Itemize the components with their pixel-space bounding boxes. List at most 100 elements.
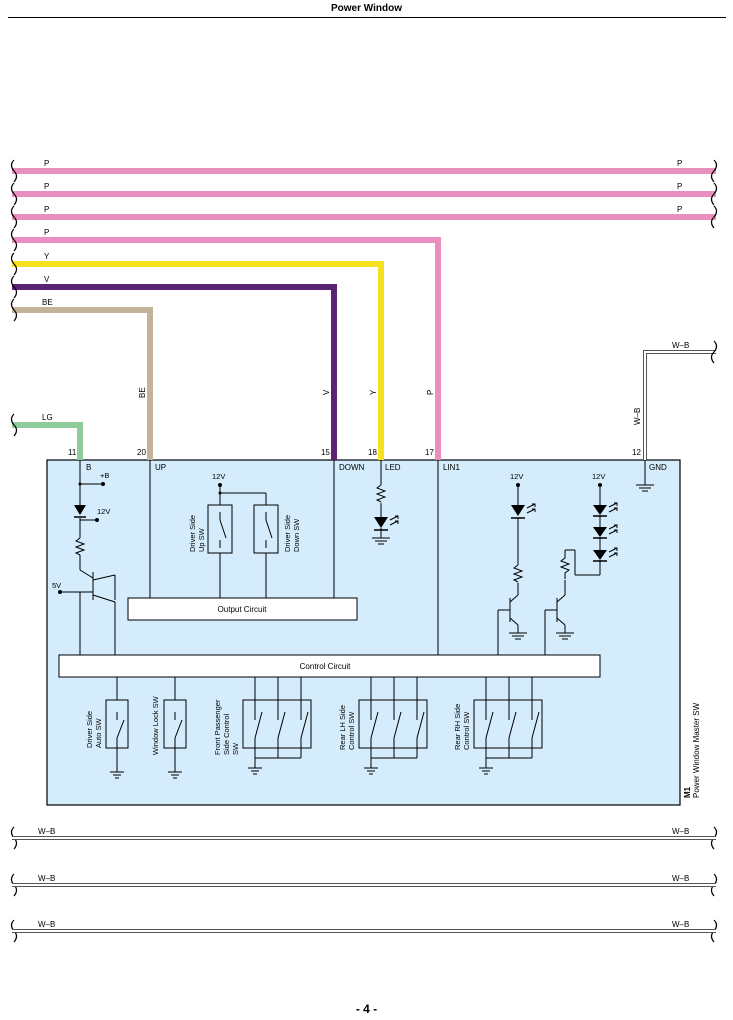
led-icon [374, 517, 388, 528]
led-arrows [389, 502, 618, 558]
internal-circuit [60, 460, 646, 655]
component-code: M1 [683, 786, 692, 798]
diode-icon [74, 505, 86, 515]
wire-label: W–B [38, 827, 55, 836]
switch-label-rear-rh: Rear RH Side Control SW [453, 704, 471, 750]
pin-number: 15 [321, 448, 330, 457]
svg-text:Side Control: Side Control [222, 713, 231, 755]
svg-text:Control SW: Control SW [462, 711, 471, 750]
pin-number: 17 [425, 448, 434, 457]
svg-text:Auto SW: Auto SW [94, 717, 103, 748]
wire-label: BE [42, 298, 53, 307]
wire-label: Y [44, 252, 50, 261]
pin-number: 20 [137, 448, 146, 457]
driver-up-sw-label: Driver Side Up SW [188, 515, 206, 552]
wire-be: BE BE [12, 298, 153, 460]
plus-b-label: +B [100, 471, 109, 480]
wire-label: W–B [672, 341, 689, 350]
wire-label: P [44, 159, 49, 168]
wire-label: W–B [38, 874, 55, 883]
wire-p4: P P [12, 228, 441, 460]
component-title: Power Window Master SW [692, 702, 701, 798]
output-circuit-label: Output Circuit [218, 605, 268, 614]
svg-text:Rear RH Side: Rear RH Side [453, 704, 462, 750]
wire-lg: LG [12, 413, 83, 460]
component-name: M1 Power Window Master SW [683, 702, 701, 798]
wire-label: P [44, 228, 49, 237]
svg-text:Control SW: Control SW [347, 711, 356, 750]
wire-label: W–B [672, 920, 689, 929]
voltage-labels: +B 12V 5V 12V 12V 12V [52, 471, 605, 590]
wire-label: P [677, 159, 682, 168]
pin-label: DOWN [339, 463, 365, 472]
svg-text:Driver Side: Driver Side [85, 711, 94, 748]
wire-label: P [44, 182, 49, 191]
switch-label-driver-auto: Driver Side Auto SW [85, 711, 103, 748]
svg-text:Driver Side: Driver Side [283, 515, 292, 552]
led-icon [511, 505, 525, 516]
bottom-switches [105, 677, 543, 772]
wire-label: P [44, 205, 49, 214]
wire-label: W–B [672, 827, 689, 836]
pin-label: LIN1 [443, 463, 460, 472]
wire-p3: P P [12, 205, 716, 220]
pin-label: B [86, 463, 91, 472]
pin-label: GND [649, 463, 667, 472]
switch-label-window-lock: Window Lock SW [151, 695, 160, 755]
wire-label: P [677, 182, 682, 191]
pin-label: UP [155, 463, 166, 472]
control-circuit-label: Control Circuit [300, 662, 351, 671]
svg-text:Front Passenger: Front Passenger [213, 699, 222, 755]
pin-number: 11 [68, 448, 77, 457]
driver-down-sw-box [253, 504, 279, 554]
output-circuit-box [127, 597, 358, 621]
wire-label: V [322, 389, 331, 395]
header-rule [8, 17, 726, 18]
wire-v: V V [12, 275, 337, 460]
wire-label: P [426, 390, 435, 395]
wire-p1: P P [12, 159, 716, 174]
component-box-m1 [46, 459, 681, 806]
v12-label: 12V [510, 472, 523, 481]
v12-label: 12V [212, 472, 225, 481]
wire-label: P [677, 205, 682, 214]
page-number: - 4 - [355, 1002, 378, 1016]
svg-text:Driver Side: Driver Side [188, 515, 197, 552]
wire-label: W–B [38, 920, 55, 929]
svg-text:Window Lock SW: Window Lock SW [151, 695, 160, 755]
wire-label: BE [138, 387, 147, 398]
driver-up-sw-box [207, 504, 233, 554]
pin-number: 12 [632, 448, 641, 457]
pin-labels: 11 B 20 UP 15 DOWN 18 LED 17 LIN1 12 GND [68, 448, 667, 472]
pin-label: LED [385, 463, 401, 472]
wire-wb-gnd: W–B W–B [633, 341, 716, 460]
svg-text:Down SW: Down SW [292, 518, 301, 552]
wire-label: W–B [633, 408, 642, 425]
switch-label-rear-lh: Rear LH Side Control SW [338, 705, 356, 750]
led-icon [593, 550, 607, 560]
driver-down-sw-label: Driver Side Down SW [283, 515, 301, 552]
svg-text:Rear LH Side: Rear LH Side [338, 705, 347, 750]
diode-symbols [74, 505, 607, 562]
svg-text:SW: SW [231, 742, 240, 755]
v12-label: 12V [592, 472, 605, 481]
svg-text:Up SW: Up SW [197, 527, 206, 552]
wire-p2: P P [12, 182, 716, 197]
page-title: Power Window [330, 3, 403, 14]
wire-wb-bottom-2: W–B W–B [12, 874, 716, 887]
control-circuit-box [58, 654, 601, 678]
page-header: Power Window [0, 0, 733, 20]
switch-label-front-passenger: Front Passenger Side Control SW [213, 699, 240, 755]
pin-number: 18 [368, 448, 377, 457]
wire-label: W–B [672, 874, 689, 883]
v12-label: 12V [97, 507, 110, 516]
wire-label: LG [42, 413, 53, 422]
led-icon [593, 505, 607, 515]
led-icon [593, 527, 607, 537]
wire-wb-bottom-1: W–B W–B [12, 827, 716, 840]
wire-label: V [44, 275, 50, 284]
v5-label: 5V [52, 581, 61, 590]
wire-label: Y [369, 389, 378, 395]
wire-wb-bottom-3: W–B W–B [12, 920, 716, 933]
